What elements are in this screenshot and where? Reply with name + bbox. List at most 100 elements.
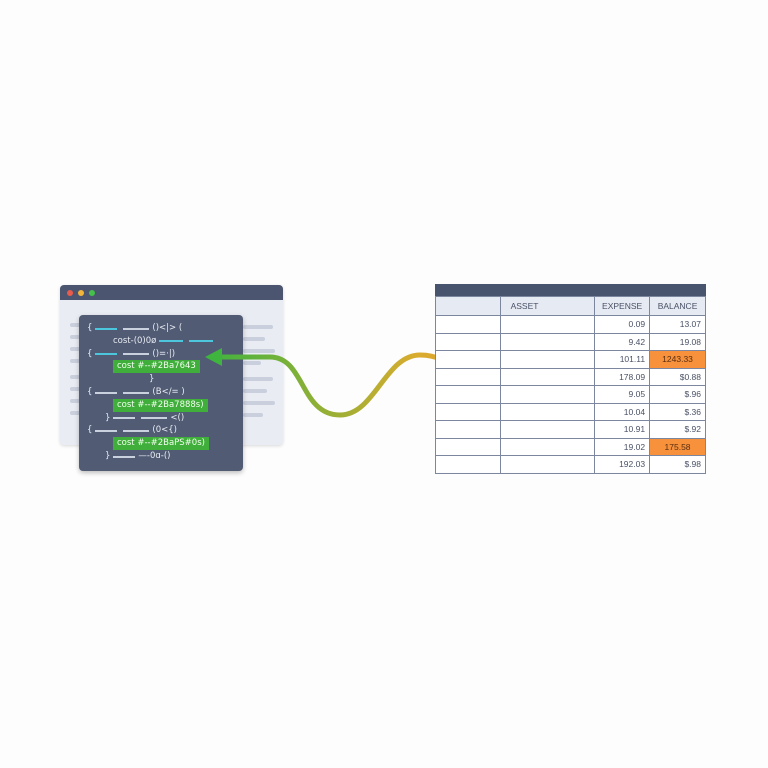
code-placeholder-bar (95, 391, 118, 394)
expense-cell[interactable]: 9.05 (594, 385, 651, 404)
code-token: (B</= ) (152, 387, 185, 397)
code-line: { (0<{) (79, 424, 251, 437)
code-placeholder-bar (95, 429, 118, 432)
code-placeholder-bar (123, 391, 150, 394)
empty-cell[interactable] (499, 437, 596, 456)
balance-cell[interactable]: $0.88 (649, 367, 706, 386)
code-bracket: { (87, 348, 93, 359)
code-token: (0<{) (152, 425, 177, 436)
background-text-line (243, 377, 273, 381)
empty-cell[interactable] (435, 455, 501, 474)
empty-cell[interactable] (435, 420, 501, 439)
expense-cell[interactable]: 0.09 (594, 315, 651, 334)
background-text-line (70, 335, 84, 339)
background-text-line (243, 413, 263, 417)
empty-cell[interactable] (499, 367, 596, 386)
background-text-line (70, 399, 84, 403)
table-row: 178.09$0.88 (435, 367, 706, 386)
highlighted-balance-cell[interactable]: 175.58 (649, 437, 706, 456)
expense-cell[interactable]: 10.91 (594, 420, 651, 439)
highlighted-code: cost #--#2BaPS#0s) (113, 437, 209, 451)
code-text: cost-(0)0ø (113, 335, 157, 346)
empty-cell[interactable] (499, 315, 596, 334)
code-line: {()=·|) (79, 348, 251, 361)
code-placeholder-bar (123, 429, 150, 432)
empty-cell[interactable] (435, 332, 501, 351)
background-text-line (243, 389, 267, 393)
column-header[interactable]: EXPENSE (594, 296, 651, 316)
code-placeholder-bar (123, 327, 150, 330)
empty-cell[interactable] (499, 350, 596, 369)
highlighted-code: cost #--#2Ba7643 (113, 360, 200, 374)
background-text-line (243, 361, 261, 365)
code-line: cost #--#2BaPS#0s) (79, 437, 277, 451)
expense-cell[interactable]: 101.11 (594, 350, 651, 369)
code-bracket: } (105, 451, 111, 461)
expense-cell[interactable]: 10.04 (594, 402, 651, 421)
code-line: cost #--#2Ba7643 (79, 360, 277, 374)
minimize-dot-icon[interactable] (78, 290, 84, 296)
code-token: ()<|> ( (152, 323, 183, 333)
balance-cell[interactable]: 13.07 (649, 315, 706, 334)
code-placeholder-bar (113, 417, 136, 420)
code-line: } (79, 373, 313, 386)
empty-cell[interactable] (435, 350, 501, 369)
code-line: cost #--#2Ba7888s) (79, 398, 277, 412)
balance-cell[interactable]: $.96 (649, 385, 706, 404)
empty-cell[interactable] (499, 420, 596, 439)
expense-cell[interactable]: 192.03 (594, 455, 651, 474)
column-header[interactable] (435, 296, 501, 316)
empty-cell[interactable] (499, 402, 596, 421)
code-line: {(B</= ) (79, 386, 251, 399)
code-panel: {()<|> (cost-(0)0ø{()=·|)cost #--#2Ba764… (79, 315, 243, 471)
code-placeholder-bar (159, 340, 184, 343)
empty-cell[interactable] (435, 315, 501, 334)
column-header[interactable]: ASSET (499, 296, 596, 316)
table-row: 10.91$.92 (435, 420, 706, 439)
empty-cell[interactable] (499, 332, 596, 351)
code-placeholder-bar (95, 327, 118, 330)
empty-cell[interactable] (435, 402, 501, 421)
highlighted-balance-cell[interactable]: 1243.33 (649, 350, 706, 369)
balance-cell[interactable]: 19.08 (649, 332, 706, 351)
code-line: }<() (79, 412, 269, 425)
balance-cell[interactable]: $.92 (649, 420, 706, 439)
maximize-dot-icon[interactable] (89, 290, 95, 296)
table-row: 192.03$.98 (435, 455, 706, 474)
background-text-line (243, 337, 265, 341)
balance-cell[interactable]: $.98 (649, 455, 706, 474)
background-text-line (243, 325, 273, 329)
background-text-line (70, 347, 84, 351)
background-text-line (243, 349, 275, 353)
code-placeholder-bar (189, 340, 214, 343)
code-placeholder-bar (95, 353, 118, 356)
column-header[interactable]: BALANCE (649, 296, 706, 316)
expense-cell[interactable]: 9.42 (594, 332, 651, 351)
expense-cell[interactable]: 178.09 (594, 367, 651, 386)
empty-cell[interactable] (435, 437, 501, 456)
table-row: 10.04$.36 (435, 402, 706, 421)
empty-cell[interactable] (435, 367, 501, 386)
background-text-line (70, 411, 84, 415)
background-text-line (70, 359, 84, 363)
balance-cell[interactable]: $.36 (649, 402, 706, 421)
empty-cell[interactable] (435, 385, 501, 404)
background-text-line (70, 387, 84, 391)
code-bracket: { (87, 425, 93, 436)
background-text-line (70, 323, 84, 327)
code-text: } (149, 374, 155, 385)
window-title-bar (60, 285, 283, 300)
highlighted-code: cost #--#2Ba7888s) (113, 398, 208, 412)
code-bracket: } (105, 412, 111, 423)
code-line: { ()<|> ( (79, 322, 251, 335)
code-bracket: { (87, 323, 93, 333)
code-token: —-0ɑ-() (138, 451, 171, 461)
close-dot-icon[interactable] (67, 290, 73, 296)
empty-cell[interactable] (499, 455, 596, 474)
expense-cell[interactable]: 19.02 (594, 437, 651, 456)
empty-cell[interactable] (499, 385, 596, 404)
